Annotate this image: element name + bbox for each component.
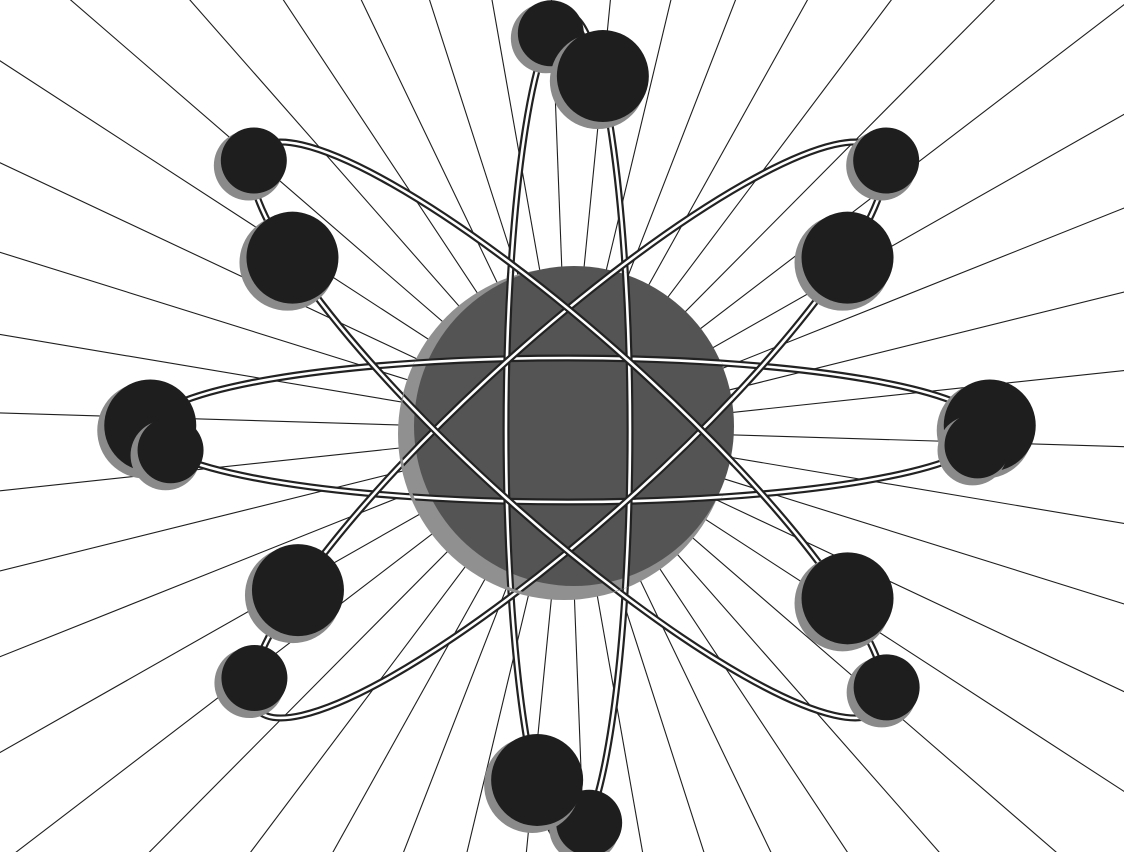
electron-body [221,128,287,194]
electron-body [557,30,649,122]
electron-body [221,645,287,711]
electron-body [246,212,338,304]
electron-body [252,544,344,636]
electron-body [802,212,894,304]
electron-body [491,734,583,826]
electron-body [138,417,204,483]
electron-body [802,552,894,644]
electron-body [853,128,919,194]
electron-body [854,654,920,720]
electron-body [945,412,1011,478]
